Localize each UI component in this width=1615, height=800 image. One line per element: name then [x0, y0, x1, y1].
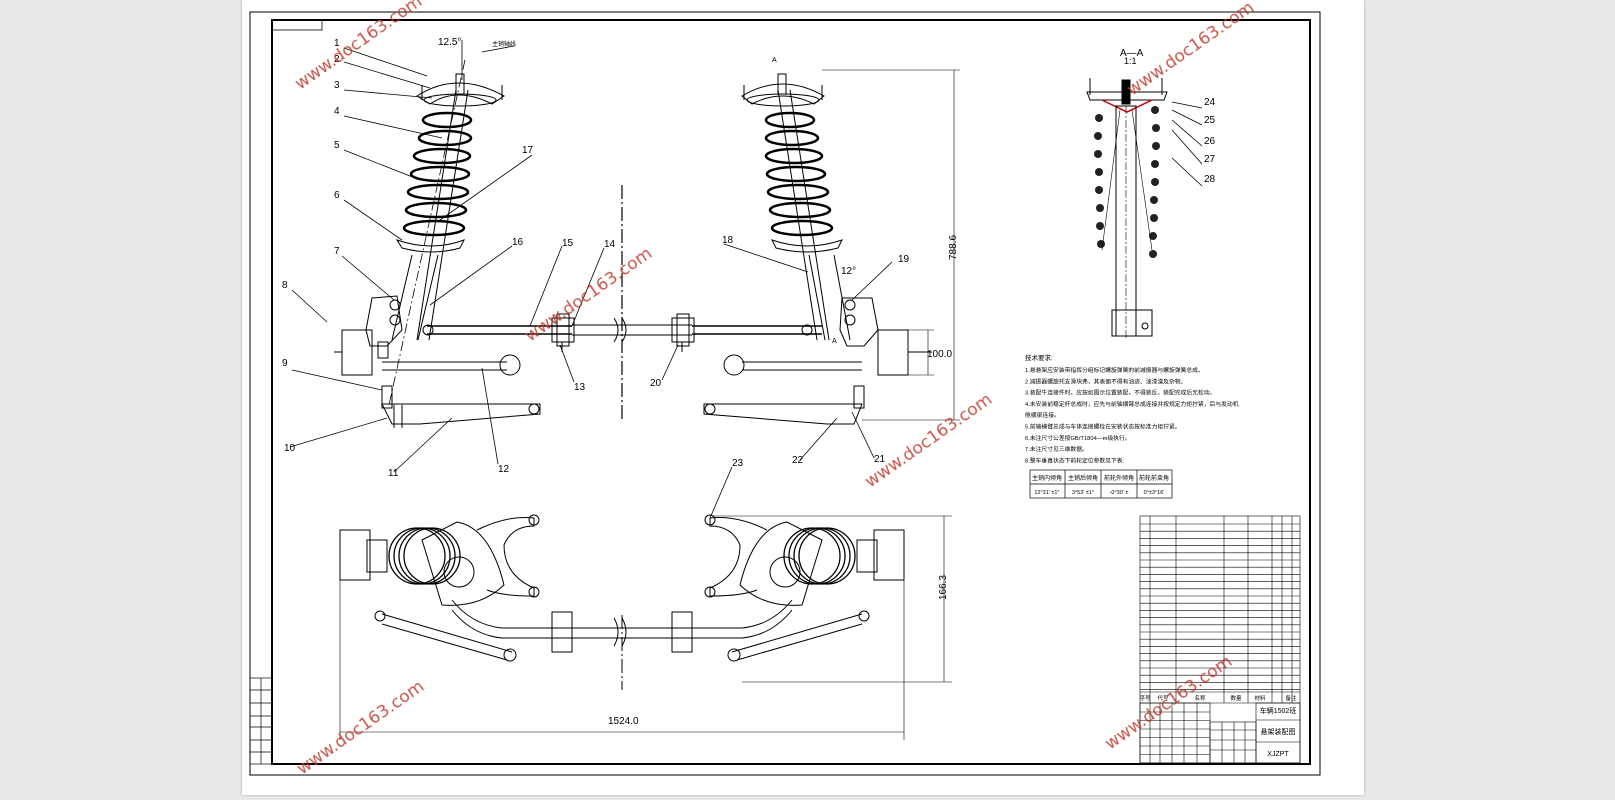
leader-lines	[289, 45, 1203, 519]
callout-number: 6	[334, 190, 340, 201]
section-title: A—A	[1120, 48, 1144, 59]
plan-view	[339, 514, 952, 740]
binding-strip	[249, 677, 273, 765]
callout-number: 7	[334, 246, 340, 257]
callout-number: 8	[282, 280, 288, 291]
class-name: 车辆1502班	[1260, 706, 1297, 715]
callout-number: 14	[604, 239, 616, 250]
parts-header: 代号	[1157, 694, 1169, 702]
section-marker: A	[832, 338, 837, 345]
tech-line: 7.未注尺寸见三维数据。	[1025, 445, 1088, 453]
watermark-text: www.doc163.com	[1123, 0, 1258, 100]
callout-number: 19	[898, 254, 910, 265]
callout-number: 20	[650, 378, 662, 389]
tech-line: 4.未安装前稳定杆总成时，应先与前轴横臂总成连接并按规定力矩拧紧，后与发动机	[1025, 400, 1239, 408]
table-header: 主销后倾角	[1068, 474, 1098, 482]
title-block	[1139, 515, 1301, 764]
section-scale: 1:1	[1124, 56, 1137, 66]
callout-number: 27	[1204, 154, 1216, 165]
dim-plan-depth: 166.3	[938, 575, 949, 600]
corner-box	[271, 19, 323, 31]
watermark-text: www.doc163.com	[861, 390, 996, 493]
table-header: 主销内倾角	[1032, 474, 1062, 482]
callout-number: 16	[512, 237, 524, 248]
dim-side-offset: 100.0	[927, 349, 952, 360]
section-marker: A	[772, 57, 777, 64]
parts-header: 序号	[1139, 694, 1151, 702]
dim-height: 788.6	[948, 235, 959, 260]
watermark-text: www.doc163.com	[291, 0, 426, 94]
drawing-title: 悬架装配图	[1261, 727, 1296, 736]
section-a-a	[1086, 78, 1168, 340]
callout-number: 22	[792, 455, 804, 466]
callout-number: 26	[1204, 136, 1216, 147]
table-header: 前轮外倾角	[1104, 474, 1134, 482]
callout-number: 4	[334, 106, 340, 117]
tech-line: 舱横梁连接。	[1025, 411, 1060, 419]
callout-number: 28	[1204, 174, 1216, 185]
parts-header: 名称	[1194, 694, 1206, 702]
callout-number: 1	[334, 38, 340, 49]
callout-number: 23	[732, 458, 744, 469]
callout-number: 24	[1204, 97, 1216, 108]
table-value: 3°53' ±1°	[1072, 490, 1094, 496]
callout-number: 5	[334, 140, 340, 151]
tech-line: 6.未注尺寸公差按GB/T1804—m级执行。	[1025, 434, 1131, 442]
callout-number: 15	[562, 238, 574, 249]
dim-angle-right: 12°	[841, 266, 856, 277]
tech-title: 技术要求:	[1025, 353, 1053, 362]
suspension-assembly-drawing: 1234567891011121314151617181920212223242…	[249, 0, 1321, 779]
dim-track: 1524.0	[608, 716, 639, 727]
callout-number: 25	[1204, 115, 1216, 126]
watermark-text: www.doc163.com	[521, 244, 656, 347]
drawing-code: XJZPT	[1267, 751, 1289, 758]
table-value: -0°30' ±	[1110, 490, 1129, 496]
table-value: 12°31' ±1°	[1034, 490, 1059, 496]
callout-number: 10	[284, 443, 296, 454]
callout-number: 13	[574, 382, 586, 393]
callout-number: 21	[874, 454, 886, 465]
tech-line: 1.悬悬架应安装带指挥分组标记螺旋弹簧的前减振器与螺旋弹簧总成。	[1025, 366, 1204, 374]
parts-header: 数量	[1230, 694, 1242, 702]
tech-line: 3.装配牛连接件时，应按如图示位置装配，不得装反，装配完成后无松动。	[1025, 389, 1215, 397]
callout-number: 11	[388, 468, 399, 479]
callout-number: 12	[498, 464, 510, 475]
wheel-alignment-table	[1029, 469, 1173, 499]
axis-note: 主销轴线	[492, 40, 516, 48]
tech-line: 8.整车垂直状态下前轮定位参数见下表:	[1025, 456, 1125, 464]
callout-number: 17	[522, 145, 534, 156]
tech-line: 2.减振器螺旋托支滑块弗，其表面不得有油迹、油漆渣及杂物。	[1025, 377, 1186, 385]
front-view-right	[692, 69, 960, 425]
dim-angle-left: 12.5°	[438, 37, 461, 48]
parts-header: 材料	[1254, 694, 1266, 702]
parts-header: 备注	[1285, 694, 1297, 702]
table-header: 前轮前束角	[1139, 474, 1169, 482]
inner-frame	[271, 19, 1311, 765]
table-value: 0°±3°16'	[1144, 490, 1165, 496]
outer-frame	[249, 11, 1321, 776]
tech-line: 5.前轴横臂总成与车体连接螺栓在安装状态按标准力矩拧紧。	[1025, 423, 1181, 431]
callout-number: 3	[334, 80, 340, 91]
front-view-left	[334, 40, 572, 428]
stabilizer-bar	[551, 185, 695, 420]
callout-number: 9	[282, 358, 288, 369]
callout-number: 2	[334, 54, 340, 65]
callout-number: 18	[722, 235, 734, 246]
